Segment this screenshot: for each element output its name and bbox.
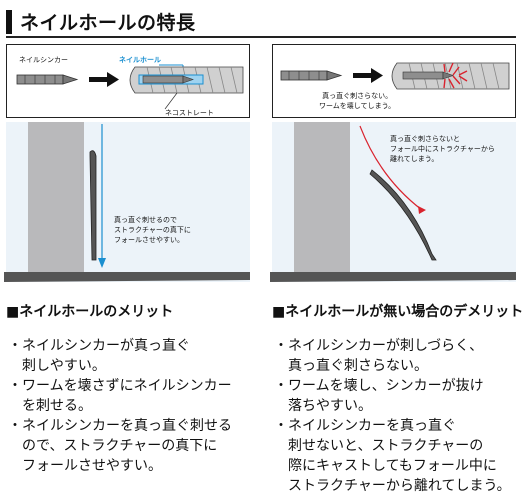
merit-heading-text: ネイルホールのメリット (19, 304, 174, 320)
worm-icon (129, 66, 244, 94)
worm-falling (369, 169, 437, 261)
page-title: ネイルホールの特長 (20, 12, 196, 34)
ground (270, 272, 516, 282)
list-item: ・ワームを壊さずにネイルシンカー を刺せる。 (6, 376, 256, 416)
demerit-fall-scene: 真っ直ぐ刺さらないと フォール中にストラクチャーから 離れてしまう。 (270, 122, 516, 282)
merit-note-line: フォールさせやすい。 (114, 236, 184, 244)
merit-diagram-drawing (16, 64, 244, 110)
heading-square-icon: ■ (272, 304, 286, 320)
bullet-dot: ・ (274, 378, 288, 394)
structure-pillar (294, 122, 350, 274)
demerit-heading: ■ネイルホールが無い場合のデメリット (272, 302, 522, 322)
ground (4, 272, 250, 282)
merit-illustration: ネイルシンカー ネイルホール ネコストレート (4, 44, 250, 284)
demerit-note-line: 離れてしまう。 (390, 155, 439, 163)
demerit-scene-note: 真っ直ぐ刺さらないと フォール中にストラクチャーから 離れてしまう。 (390, 134, 495, 164)
merit-scene-note: 真っ直ぐ刺せるので ストラクチャーの真下に フォールさせやすい。 (114, 215, 191, 245)
list-item-text: ワームを壊さずにネイルシンカー を刺せる。 (22, 378, 232, 414)
merit-fall-scene: 真っ直ぐ刺せるので ストラクチャーの真下に フォールさせやすい。 (4, 122, 250, 282)
worm-falling (89, 150, 97, 261)
demerit-note-line: 真っ直ぐ刺さらないと (390, 135, 460, 143)
heading-square-icon: ■ (6, 304, 20, 320)
demerit-illustration: 真っ直ぐ刺さらない。 ワームを壊してしまう。 真っ直ぐ刺さらないと フォール中に… (270, 44, 516, 284)
list-item: ・ネイルシンカーが真っ直ぐ 刺しやすい。 (6, 336, 256, 376)
bullet-dot: ・ (274, 338, 288, 354)
demerit-scene-drawing (270, 122, 516, 282)
demerit-note-line: フォール中にストラクチャーから (390, 145, 495, 153)
demerit-note-line: 真っ直ぐ刺さらない。 (322, 92, 393, 100)
list-item: ・ネイルシンカーを真っ直ぐ刺せる ので、ストラクチャーの真下に フォールさせやす… (6, 416, 256, 476)
demerit-diagram-note: 真っ直ぐ刺さらない。 ワームを壊してしまう。 (319, 91, 395, 111)
demerit-note-line: ワームを壊してしまう。 (319, 102, 396, 110)
sinker-label: ネイルシンカー (19, 56, 68, 64)
tear-marks (443, 62, 468, 89)
nail-sinker-icon (16, 74, 79, 85)
merit-scene-drawing (4, 122, 250, 282)
merit-heading: ■ネイルホールのメリット (6, 302, 256, 322)
bullet-dot: ・ (8, 378, 22, 394)
worm-label: ネコストレート (165, 109, 214, 117)
list-item-text: ワームを壊し、シンカーが抜け 落ちやすい。 (288, 378, 484, 414)
arrow-right-icon (89, 72, 119, 87)
bullet-dot: ・ (8, 418, 22, 434)
merit-diagram-box: ネイルシンカー ネイルホール ネコストレート (6, 44, 250, 118)
demerit-list: ・ネイルシンカーが刺しづらく、 真っ直ぐ刺さらない。 ・ワームを壊し、シンカーが… (272, 336, 518, 496)
title-bar: ネイルホールの特長 (6, 6, 516, 38)
merit-note-line: ストラクチャーの真下に (114, 226, 191, 234)
merit-section: ■ネイルホールのメリット ・ネイルシンカーが真っ直ぐ 刺しやすい。 ・ワームを壊… (6, 302, 256, 474)
list-item-text: ネイルシンカーを真っ直ぐ 刺せないと、ストラクチャーの 際にキャストしてもフォー… (288, 418, 511, 494)
nail-hole-label: ネイルホール (119, 56, 161, 64)
demerit-diagram-drawing (280, 62, 510, 90)
nail-sinker-icon (280, 70, 343, 81)
bullet-dot: ・ (8, 338, 22, 354)
demerit-diagram-box: 真っ直ぐ刺さらない。 ワームを壊してしまう。 (272, 44, 516, 118)
list-item: ・ネイルシンカーが刺しづらく、 真っ直ぐ刺さらない。 (272, 336, 518, 376)
merit-note-line: 真っ直ぐ刺せるので (114, 216, 177, 224)
arrow-right-icon (353, 68, 383, 83)
list-item: ・ワームを壊し、シンカーが抜け 落ちやすい。 (272, 376, 518, 416)
list-item-text: ネイルシンカーが真っ直ぐ 刺しやすい。 (22, 338, 190, 374)
demerit-section: ■ネイルホールが無い場合のデメリット ・ネイルシンカーが刺しづらく、 真っ直ぐ刺… (272, 302, 522, 494)
demerit-heading-text: ネイルホールが無い場合のデメリット (285, 304, 522, 320)
bullet-dot: ・ (274, 418, 288, 434)
list-item-text: ネイルシンカーが刺しづらく、 真っ直ぐ刺さらない。 (288, 338, 484, 374)
merit-list: ・ネイルシンカーが真っ直ぐ 刺しやすい。 ・ワームを壊さずにネイルシンカー を刺… (6, 336, 256, 476)
title-mark (6, 10, 12, 34)
worm-icon (391, 62, 510, 90)
list-item: ・ネイルシンカーを真っ直ぐ 刺せないと、ストラクチャーの 際にキャストしてもフォ… (272, 416, 518, 496)
list-item-text: ネイルシンカーを真っ直ぐ刺せる ので、ストラクチャーの真下に フォールさせやすい… (22, 418, 232, 474)
structure-pillar (28, 122, 84, 274)
fall-arrow-icon (359, 125, 423, 211)
